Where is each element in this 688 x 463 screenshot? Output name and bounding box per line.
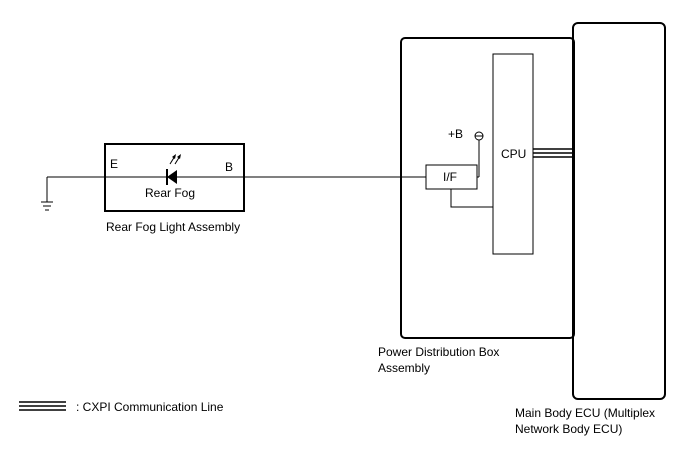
supply-label: +B bbox=[448, 127, 464, 141]
cpu-block bbox=[492, 53, 534, 255]
main-body-ecu-box bbox=[572, 22, 666, 400]
main-body-ecu-caption-line1: Main Body ECU (Multiplex bbox=[515, 406, 656, 420]
ground-icon bbox=[41, 177, 53, 211]
cxpi-legend-icon bbox=[19, 401, 66, 411]
power-distribution-box-caption-line2: Assembly bbox=[378, 361, 431, 375]
rear-fog-assembly-caption: Rear Fog Light Assembly bbox=[106, 220, 241, 234]
cxpi-legend-label: : CXPI Communication Line bbox=[76, 400, 224, 414]
lamp-label: Rear Fog bbox=[145, 186, 196, 200]
led-icon bbox=[166, 154, 181, 185]
if-to-cpu-wire bbox=[450, 189, 493, 208]
power-distribution-box-caption-line1: Power Distribution Box bbox=[378, 345, 500, 359]
pin-b-label: B bbox=[225, 160, 234, 174]
cpu-label: CPU bbox=[501, 147, 527, 161]
if-label: I/F bbox=[443, 170, 457, 184]
main-body-ecu-caption-line2: Network Body ECU) bbox=[515, 422, 623, 436]
cxpi-line bbox=[533, 148, 574, 158]
power-distribution-box bbox=[400, 37, 575, 339]
pin-e-label: E bbox=[110, 157, 119, 171]
